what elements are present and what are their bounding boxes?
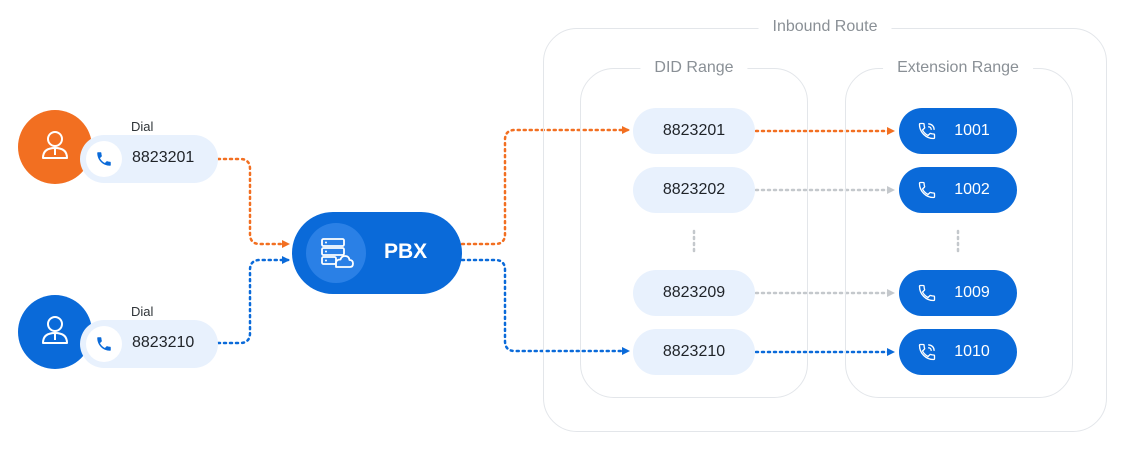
line-pbx-to-did1 — [460, 126, 630, 246]
dial-label-2: Dial — [131, 304, 154, 319]
extension-1001: 1001 — [899, 108, 1017, 154]
caller-number-pill-1: 8823201 — [80, 135, 218, 183]
pbx-icon-wrap — [306, 223, 366, 283]
did-number-3: 8823209 — [633, 270, 755, 316]
did-number-2: 8823202 — [633, 167, 755, 213]
caller-number-pill-2: 8823210 — [80, 320, 218, 368]
line-caller2-to-pbx — [216, 256, 290, 345]
extension-number-3: 1009 — [954, 284, 990, 301]
phone-icon — [918, 181, 936, 199]
extension-range-title: Extension Range — [883, 59, 1033, 77]
did-number-1: 8823201 — [633, 108, 755, 154]
phone-badge-2 — [86, 326, 122, 362]
phone-icon — [97, 337, 111, 351]
caller-number-2: 8823210 — [132, 334, 195, 351]
inbound-route-title: Inbound Route — [758, 18, 892, 36]
pbx-label: PBX — [384, 240, 428, 263]
extension-1009: 1009 — [899, 270, 1017, 316]
caller-avatar-blue — [18, 295, 92, 369]
line-pbx-to-did4 — [460, 258, 630, 355]
phone-icon — [918, 284, 936, 302]
caller-avatar-orange — [18, 110, 92, 184]
dial-label-1: Dial — [131, 119, 154, 134]
phone-ringing-icon — [918, 122, 936, 140]
extension-1010: 1010 — [899, 329, 1017, 375]
user-icon — [42, 131, 68, 159]
phone-badge-1 — [86, 141, 122, 177]
caller-number-1: 8823201 — [132, 149, 195, 166]
did-number-4: 8823210 — [633, 329, 755, 375]
phone-icon — [97, 152, 111, 166]
did-range-title: DID Range — [640, 59, 748, 77]
line-caller1-to-pbx — [216, 157, 290, 248]
extension-number-1: 1001 — [954, 122, 990, 139]
phone-ringing-icon — [918, 343, 936, 361]
server-cloud-icon — [321, 238, 354, 268]
extension-number-2: 1002 — [954, 181, 990, 198]
extension-number-4: 1010 — [954, 343, 990, 360]
user-icon — [42, 316, 68, 344]
extension-1002: 1002 — [899, 167, 1017, 213]
pbx-node: PBX — [292, 212, 462, 294]
